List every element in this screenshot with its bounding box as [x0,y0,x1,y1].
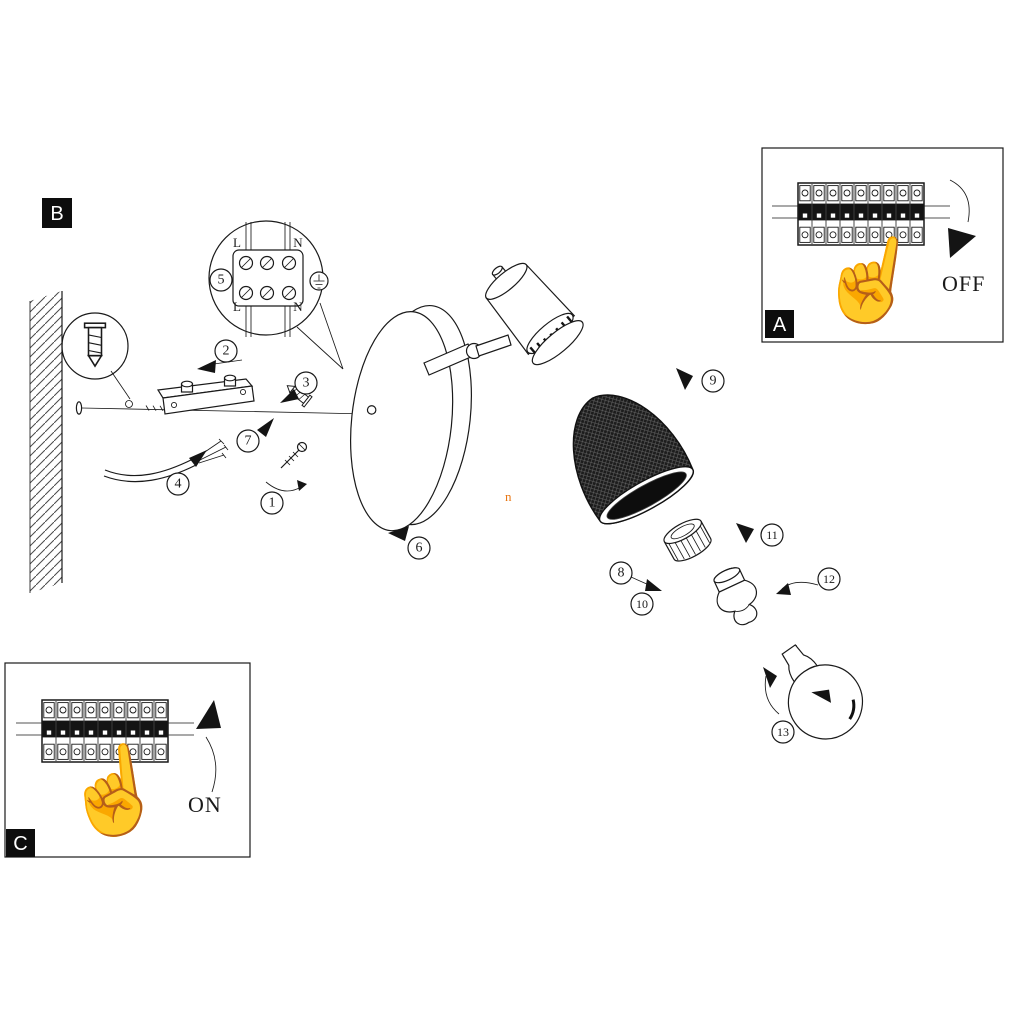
tag-a: A [765,310,794,338]
wall-anchor-detail [61,312,133,408]
arrow-step3-icon [280,389,299,403]
svg-text:6: 6 [416,541,423,556]
earth-symbol-icon [309,271,329,291]
callout-11: 11 [760,523,784,547]
rotate-arc [265,481,302,492]
arrow-step12-icon [776,583,791,595]
wall-section [29,291,63,593]
screw-head-icon [75,401,83,415]
tag-b: B [42,198,72,228]
svg-text:2: 2 [223,344,230,359]
lamp-arm [423,334,512,376]
callout-7: 7 [236,429,260,453]
pointing-hand-icon: ☝ [810,221,930,338]
mesh-shade [572,394,694,525]
svg-text:8: 8 [618,566,625,581]
callout-10: 10 [630,592,654,616]
panel-breaker-off: ☝ OFF A [761,147,1004,343]
arrow-step9-icon [676,368,693,390]
svg-text:B: B [50,203,63,225]
arrow-bulb-icon [763,667,777,688]
retaining-ring [663,518,712,562]
arrow-step11-icon [736,523,754,543]
wall-plate [349,304,473,532]
svg-text:5: 5 [218,273,225,288]
arrow-step6-icon [388,526,409,541]
callout-6: 6 [407,536,431,560]
callout-9: 9 [701,369,725,393]
svg-text:1: 1 [269,496,276,511]
callouts: 1 2 3 4 5 6 7 8 9 10 11 12 13 [166,268,841,744]
mounting-hardware [75,359,369,492]
svg-text:12: 12 [823,572,835,586]
power-wires [103,438,229,483]
arrow-step2-icon [197,360,216,373]
callout-8: 8 [609,561,633,585]
terminal-label-n-bottom: N [293,299,303,314]
arrow-on-icon [196,700,221,729]
arrow-step8-icon [645,579,662,591]
arrow-step7-icon [257,418,274,437]
arrow-off-icon [948,228,976,258]
terminal-label-n-top: N [293,235,303,250]
arrow-step4-icon [189,450,207,467]
terminal-screws [238,255,297,301]
callout-1: 1 [260,491,284,515]
callout-13: 13 [771,720,795,744]
light-bulb [781,644,864,740]
pointing-hand-icon: ☝ [55,734,172,848]
svg-text:9: 9 [710,374,717,389]
terminal-label-l-top: L [233,235,241,250]
bulb-insert-arc [764,675,780,715]
svg-text:3: 3 [303,376,310,391]
lamp-head [485,262,584,366]
callout-5: 5 [209,268,233,292]
fixing-screw [280,441,308,469]
socket-holder [713,567,758,626]
wall-anchor-icon [83,322,107,367]
tag-c: C [6,829,35,857]
svg-text:10: 10 [636,597,648,611]
arrow-step13-icon [811,689,832,703]
svg-text:C: C [13,833,27,855]
on-label: ON [188,792,222,817]
stray-watermark: n [505,489,512,504]
svg-text:13: 13 [777,725,789,739]
arrow-step1-icon [297,480,307,491]
svg-text:11: 11 [766,528,778,542]
svg-text:A: A [773,314,787,336]
svg-text:7: 7 [245,434,252,449]
terminal-label-l-bottom: L [233,299,241,314]
callout-2: 2 [214,339,238,363]
callout-3: 3 [294,371,318,395]
callout-12: 12 [817,567,841,591]
off-label: OFF [942,271,985,296]
terminal-block-detail: L N L N [208,220,344,370]
svg-text:4: 4 [175,477,182,492]
mounting-bracket [156,374,255,415]
panel-breaker-on: ☝ ON C [4,662,251,858]
callout-4: 4 [166,472,190,496]
